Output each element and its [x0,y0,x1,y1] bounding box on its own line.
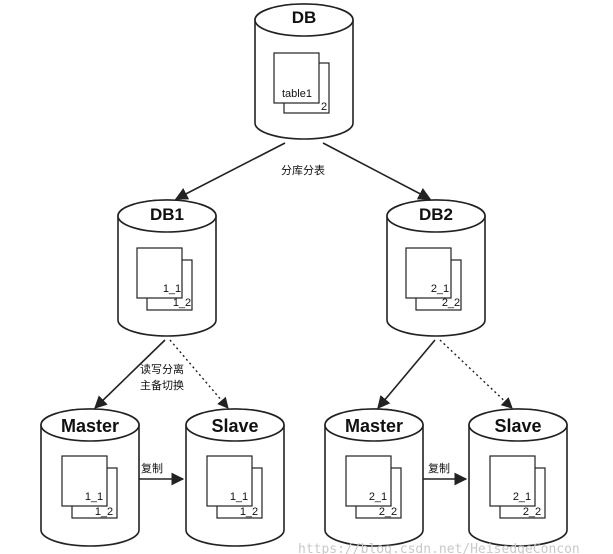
master2-cylinder-top [324,408,424,442]
master1-doc-front-label: 1_1 [85,491,103,503]
edge-db1-to-master1 [94,339,166,409]
db-doc-front [273,52,320,104]
slave1-title: Slave [211,416,258,436]
db2-doc-back-label: 2_2 [442,297,460,309]
db1-node: DB1 1_1 1_2 [117,199,217,337]
edge-label-rw-split: 读写分离 [140,362,184,376]
edge-label-sharding: 分库分表 [281,163,325,177]
slave2-doc-back-label: 2_2 [523,506,541,518]
edge-label-failover: 主备切换 [140,378,184,392]
master1-doc-front [61,455,108,507]
edge-db2-to-slave2 [439,339,513,409]
db1-doc-front-label: 1_1 [163,283,181,295]
master2-doc-front-label: 2_1 [369,491,387,503]
db1-cylinder-top [117,199,217,233]
slave2-node: Slave 2_1 2_2 [468,408,568,547]
slave1-cylinder-top [185,408,285,442]
master1-node: Master 1_1 1_2 [40,408,140,547]
slave2-doc-front-label: 2_1 [513,491,531,503]
edge-db2-to-master2 [377,339,436,409]
master1-cylinder-top [40,408,140,442]
slave2-cylinder-top [468,408,568,442]
master1-title: Master [61,416,119,436]
slave2-doc-front [489,455,536,507]
slave1-doc-back-label: 1_2 [240,506,258,518]
db-cylinder-top [254,3,354,37]
db-title: DB [292,8,317,27]
slave2-title: Slave [494,416,541,436]
edge-db-to-db1 [174,142,286,200]
db-doc-front-label: table1 [282,88,312,100]
db1-title: DB1 [150,205,184,224]
db2-doc-front [405,247,452,299]
master2-node: Master 2_1 2_2 [324,408,424,547]
edge-label-replicate-1: 复制 [141,461,163,475]
slave1-doc-front [206,455,253,507]
slave1-doc-front-label: 1_1 [230,491,248,503]
db2-doc-front-label: 2_1 [431,283,449,295]
edge-db-to-db2 [322,142,432,200]
master2-doc-front [345,455,392,507]
db2-title: DB2 [419,205,453,224]
db1-doc-front [136,247,183,299]
watermark-text: https://blog.csdn.net/HeisedgeConcon [298,542,580,554]
master1-doc-back-label: 1_2 [95,506,113,518]
edge-label-replicate-2: 复制 [428,461,450,475]
db2-node: DB2 2_1 2_2 [386,199,486,337]
db1-doc-back-label: 1_2 [173,297,191,309]
db-doc-back-label: 2 [321,101,327,113]
db2-cylinder-top [386,199,486,233]
slave1-node: Slave 1_1 1_2 [185,408,285,547]
master2-title: Master [345,416,403,436]
master2-doc-back-label: 2_2 [379,506,397,518]
db-node: DB table1 2 [254,3,354,140]
